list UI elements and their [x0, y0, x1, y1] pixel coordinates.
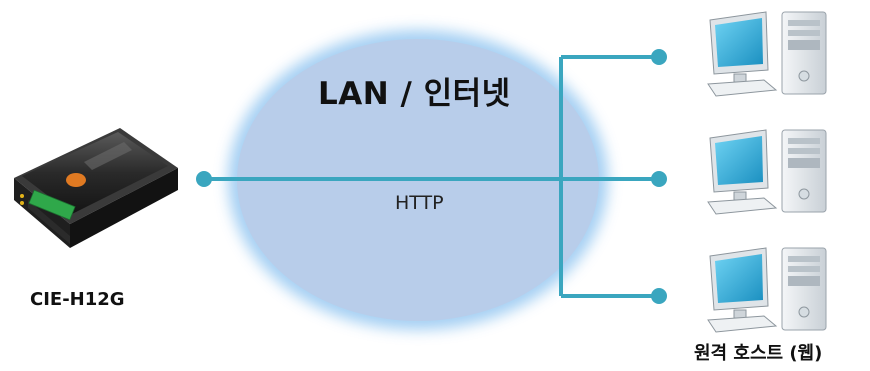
- host-1-connector-dot: [651, 49, 667, 65]
- device-connector-dot: [196, 171, 212, 187]
- device-icon: [14, 128, 178, 248]
- host-computer-3: [707, 247, 827, 333]
- remote-hosts-label: 원격 호스트 (웹): [694, 343, 823, 364]
- host-computer-1: [707, 11, 827, 97]
- network-title: LAN / 인터넷: [318, 76, 511, 112]
- device-name-label: CIE-H12G: [30, 289, 125, 310]
- connection-lines: [204, 55, 659, 298]
- host-computer-2: [707, 129, 827, 215]
- host-3-connector-dot: [651, 288, 667, 304]
- host-2-connector-dot: [651, 171, 667, 187]
- protocol-label: HTTP: [395, 192, 444, 214]
